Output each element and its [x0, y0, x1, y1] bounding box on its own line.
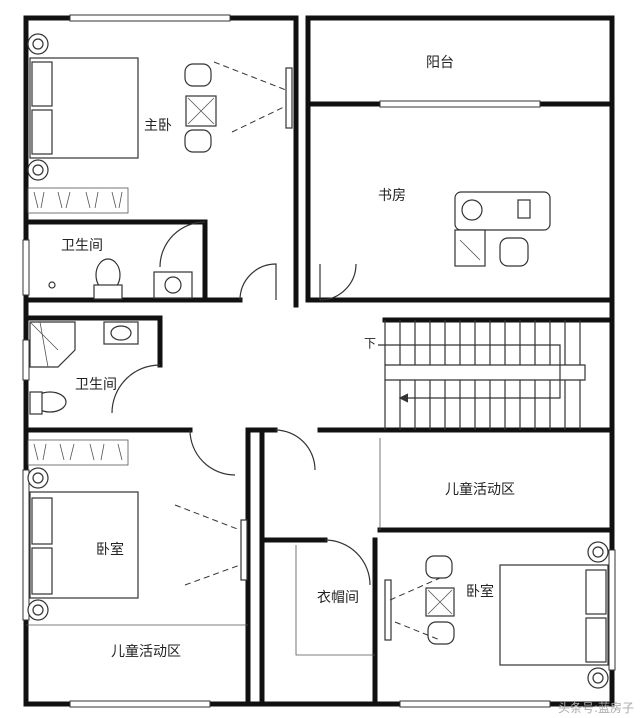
- label-children-activity-left: 儿童活动区: [111, 643, 181, 660]
- label-stair-down: 下: [364, 337, 376, 351]
- lower-left-wardrobe: [27, 439, 241, 586]
- master-desk-chairs: [184, 61, 287, 153]
- label-balcony: 阳台: [426, 55, 454, 71]
- outer-walls: [22, 14, 616, 708]
- cloakroom-rail: [295, 545, 375, 656]
- interior-walls: [23, 15, 615, 707]
- study-desk: [454, 191, 551, 267]
- sliding-doors: [240, 67, 392, 641]
- lower-left-bed: [27, 467, 139, 621]
- label-bedroom-left: 卧室: [96, 541, 124, 558]
- master-wardrobe: [27, 187, 129, 214]
- label-bathroom-lower: 卫生间: [75, 377, 117, 393]
- label-cloakroom: 衣帽间: [317, 590, 359, 606]
- label-children-activity-right: 儿童活动区: [445, 481, 515, 498]
- label-study: 书房: [378, 188, 406, 204]
- lower-right-desk-chairs: [389, 555, 455, 645]
- label-bathroom-upper: 卫生间: [61, 238, 103, 254]
- upper-bathroom-fixtures: [48, 258, 193, 300]
- lower-right-bed: [499, 541, 609, 689]
- label-master-bedroom: 主卧: [144, 118, 172, 134]
- door-swings: [111, 221, 371, 586]
- master-bed: [27, 33, 139, 181]
- lower-bathroom-fixtures: [29, 321, 139, 415]
- staircase: [378, 320, 586, 430]
- label-bedroom-right: 卧室: [466, 583, 494, 600]
- watermark: 头条号:蓝房子: [557, 701, 634, 715]
